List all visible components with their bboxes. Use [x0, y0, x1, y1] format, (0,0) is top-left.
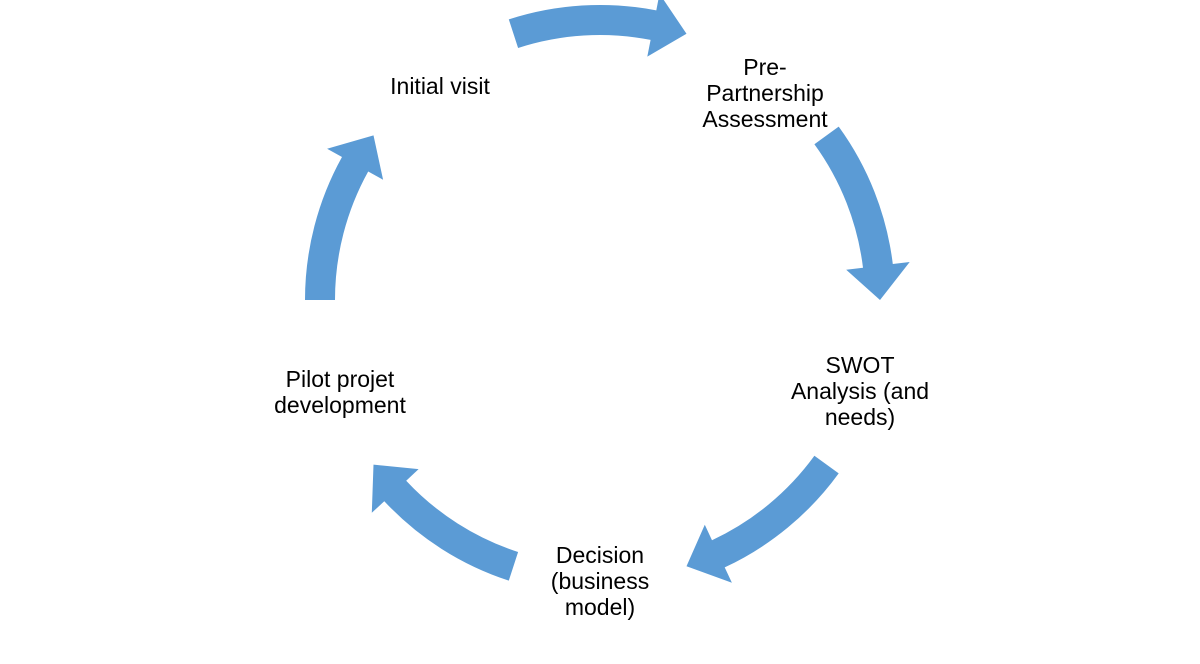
arrow-initial-to-preassessment [508, 0, 687, 57]
arrow-pilot-to-initial [305, 135, 384, 300]
step-label-line: Assessment [702, 106, 828, 132]
step-label-line: development [274, 392, 406, 418]
step-label-line: Pre- [743, 54, 787, 80]
arrow-swot-to-decision [686, 455, 839, 583]
cycle-arrows [305, 0, 910, 583]
arrow-preassessment-to-swot [814, 126, 910, 300]
step-label-line: SWOT [825, 352, 895, 378]
step-decision: Decision (business model) [520, 542, 680, 620]
step-label-line: model) [564, 594, 636, 620]
step-initial-visit: Initial visit [370, 73, 510, 99]
step-label-line: (business [550, 568, 650, 594]
step-label-line: needs) [824, 404, 896, 430]
arrow-decision-to-pilot [371, 464, 519, 581]
step-swot-analysis: SWOT Analysis (and needs) [770, 352, 950, 430]
step-label-line: Analysis (and [790, 378, 930, 404]
step-pilot-project-development: Pilot projet development [250, 366, 430, 418]
step-pre-partnership-assessment: Pre- Partnership Assessment [680, 54, 850, 132]
step-label-line: Partnership [706, 80, 824, 106]
step-label-line: Initial visit [390, 73, 490, 99]
step-label-line: Decision [555, 542, 645, 568]
step-label-line: Pilot projet [285, 366, 395, 392]
